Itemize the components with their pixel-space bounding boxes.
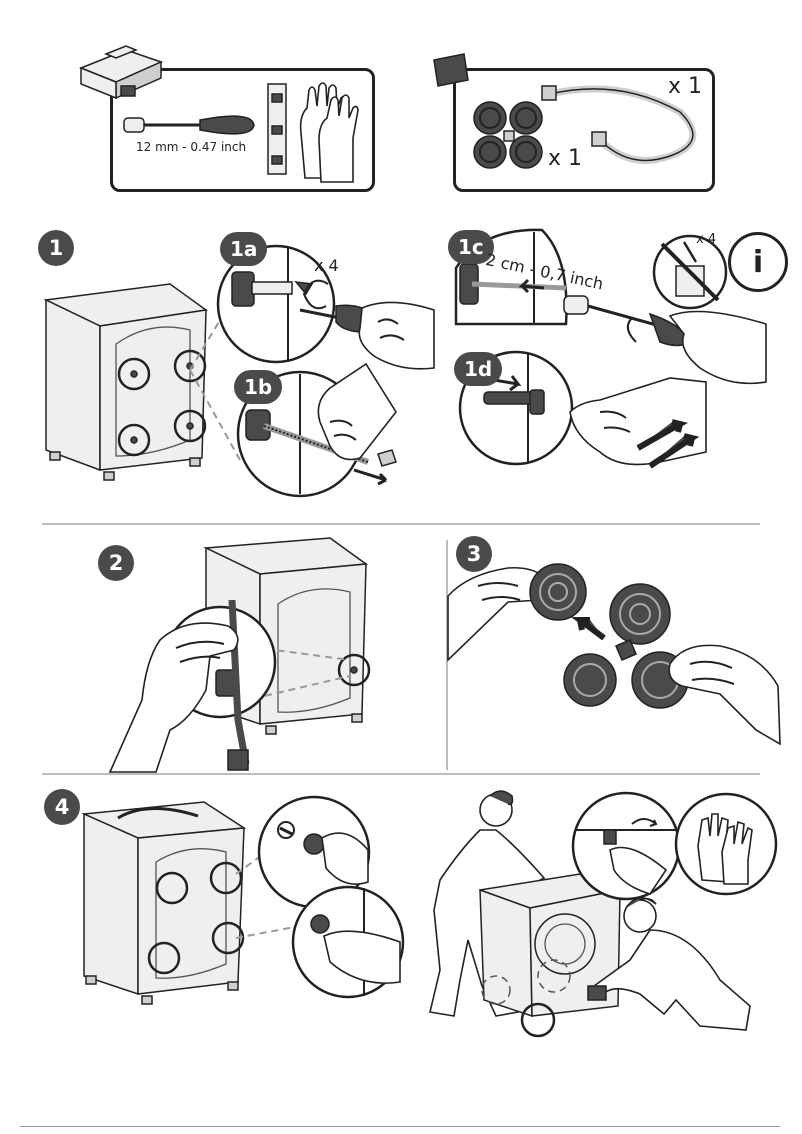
divider-vertical: [446, 540, 448, 770]
detail-wrench-circle: [571, 791, 681, 901]
washer-back-step4: [81, 801, 247, 1005]
detail-4a-circle: [257, 795, 371, 909]
step-1a-label: 1a: [220, 232, 268, 266]
step-2-badge: 2: [98, 545, 134, 581]
step-1c-label: 1c: [448, 230, 494, 264]
detail-4b-circle: [291, 885, 405, 999]
detail-gloves-circle: [674, 792, 778, 896]
hose-quantity: x 1: [668, 74, 703, 99]
hand-bolt-1b: [317, 362, 397, 486]
info-icon: i: [728, 232, 788, 292]
bag-icon: [433, 53, 469, 87]
spirit-level-icon: [267, 83, 287, 175]
hand-pad-step3: [447, 563, 587, 662]
discard-bolts-circle: [652, 234, 728, 310]
discard-bolts-quantity: x 4: [696, 232, 717, 247]
hand-screwdriver-1a: [299, 301, 435, 370]
anti-vibration-pads-icon: [473, 101, 543, 169]
zoom-lines-1: [189, 299, 241, 461]
feet-quantity: x 1: [548, 146, 583, 171]
zoom-lines-4: [235, 841, 301, 939]
inlet-hose-icon: [541, 85, 697, 164]
pads-spider-step3: [563, 583, 689, 709]
footer-rule: [20, 1126, 780, 1127]
zoom-lines-2: [229, 643, 351, 705]
detail-1a-circle: [216, 244, 336, 364]
info-icon-letter: i: [752, 244, 764, 280]
step-1-badge: 1: [38, 230, 74, 266]
divider-2: [42, 773, 760, 775]
bolts-quantity: x 4: [314, 256, 339, 275]
washer-front-door: [534, 913, 596, 993]
step-4-badge: 4: [44, 789, 80, 825]
step-1d-label: 1d: [454, 352, 503, 386]
gloves-icon: [299, 82, 359, 183]
divider-1: [42, 523, 760, 525]
step-1b-label: 1b: [234, 370, 283, 404]
screwdriver-1c: [563, 295, 767, 385]
hand-right-step3: [668, 644, 781, 746]
hand-cable-step2: [108, 599, 250, 773]
washer-back-step1: [43, 283, 208, 481]
step-3-badge: 3: [456, 536, 492, 572]
hand-cap-1d: [569, 377, 707, 469]
screwdriver-size-label: 12 mm - 0.47 inch: [136, 140, 247, 154]
screwdriver-icon: [123, 115, 255, 135]
kneeling-person-scene: [587, 897, 751, 1031]
toolbox-icon: [78, 45, 164, 100]
